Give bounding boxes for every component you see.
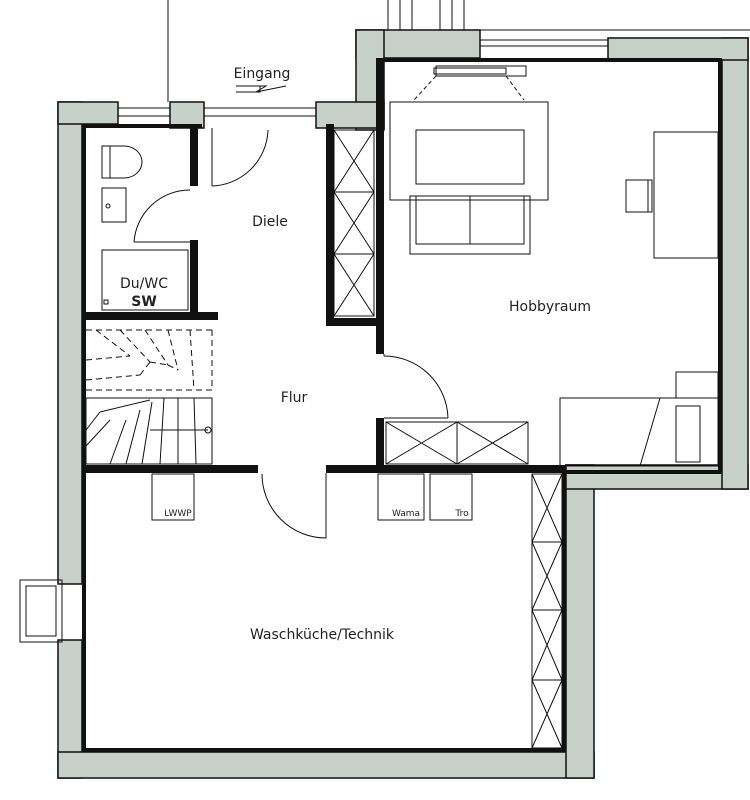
label-laundry: Waschküche/Technik — [250, 627, 395, 643]
wall-right-upper — [721, 37, 749, 490]
toilet-cistern — [101, 145, 111, 179]
entrance-arrow-icon — [236, 85, 287, 93]
label-hallway: Flur — [281, 390, 308, 406]
coffee-table — [415, 129, 525, 185]
windows — [19, 0, 750, 643]
label-bath-code: SW — [131, 294, 157, 310]
label-dryer: Tro — [454, 509, 469, 519]
wall-left-upper — [57, 101, 83, 585]
dryer — [429, 473, 473, 521]
hall-wardrobe — [333, 129, 375, 317]
doors — [133, 128, 449, 539]
bed — [559, 397, 719, 467]
label-hall: Diele — [252, 214, 288, 230]
staircase — [85, 397, 213, 465]
appliances — [151, 473, 473, 521]
wall-top-right — [607, 37, 749, 61]
label-washer: Wama — [392, 509, 420, 519]
toilet-bowl — [109, 145, 143, 179]
chair — [625, 179, 653, 213]
heat-pump — [151, 473, 195, 521]
built-in-cabinets — [333, 129, 563, 749]
label-bath: Du/WC — [120, 276, 168, 292]
tv-board — [435, 65, 527, 77]
rug — [389, 101, 549, 201]
wall-step — [565, 464, 749, 490]
label-entrance: Eingang — [234, 66, 291, 82]
wall-top-front-right — [315, 101, 385, 129]
bathroom-fixtures — [101, 145, 189, 311]
label-heat-pump: LWWP — [164, 509, 192, 519]
washing-machine — [377, 473, 425, 521]
staircase-upper — [85, 329, 213, 391]
sink — [101, 187, 127, 223]
exterior-walls — [57, 29, 749, 779]
shower — [101, 249, 189, 311]
laundry-shelf — [531, 473, 563, 749]
desk — [653, 131, 719, 259]
label-hobby-room: Hobbyraum — [509, 299, 591, 315]
hobby-furniture — [389, 65, 719, 467]
wall-top-front-left — [57, 101, 119, 125]
wall-right-lower — [565, 464, 595, 779]
wall-bottom — [57, 751, 595, 779]
interior-walls — [82, 58, 722, 752]
